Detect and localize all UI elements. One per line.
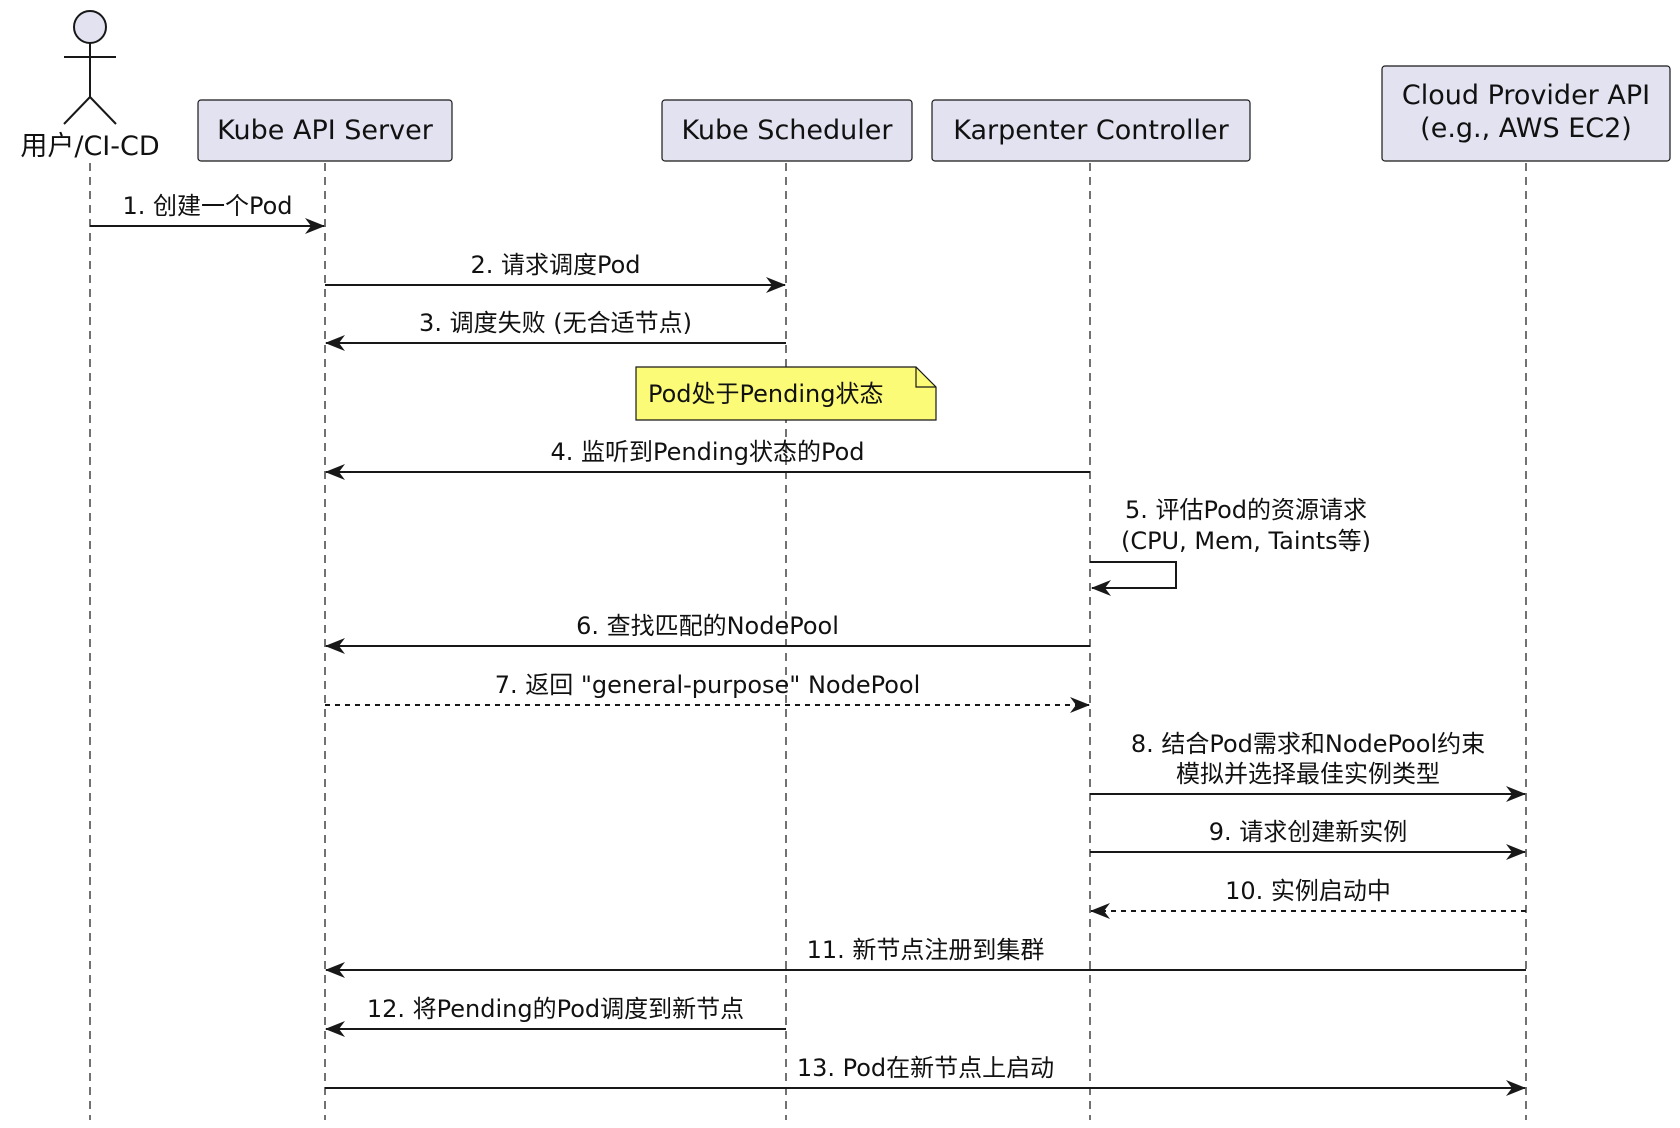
participant-box-karp: [931, 99, 1251, 162]
message-label: 13. Pod在新节点上启动: [797, 1054, 1054, 1082]
note-text: Pod处于Pending状态: [648, 380, 883, 408]
message-2: 2. 请求调度Pod: [325, 251, 786, 293]
message-1: 1. 创建一个Pod: [90, 192, 325, 234]
pending-note: Pod处于Pending状态: [635, 366, 937, 421]
message-label: 5. 评估Pod的资源请求: [1125, 496, 1367, 524]
message-4: 4. 监听到Pending状态的Pod: [325, 438, 1090, 480]
message-13: 13. Pod在新节点上启动: [325, 1054, 1526, 1096]
message-9: 9. 请求创建新实例: [1090, 818, 1526, 860]
participant-box-cloud: [1381, 65, 1671, 162]
message-3: 3. 调度失败 (无合适节点): [325, 309, 786, 351]
participant-label: Kube API Server: [217, 115, 434, 146]
message-11: 11. 新节点注册到集群: [325, 936, 1526, 978]
message-label: 2. 请求调度Pod: [470, 251, 640, 279]
message-label: 6. 查找匹配的NodePool: [576, 612, 839, 640]
message-10: 10. 实例启动中: [1090, 877, 1526, 919]
message-label: 4. 监听到Pending状态的Pod: [550, 438, 864, 466]
participant-label: Cloud Provider API: [1402, 80, 1650, 111]
message-arrow: [1090, 561, 1177, 596]
message-label: 7. 返回 "general-purpose" NodePool: [495, 671, 921, 699]
message-5: 5. 评估Pod的资源请求 (CPU, Mem, Taints等): [1090, 496, 1371, 596]
participant-label: 用户/CI-CD: [20, 131, 159, 162]
message-label: 9. 请求创建新实例: [1209, 818, 1408, 846]
participant-label: Kube Scheduler: [682, 115, 894, 146]
message-6: 6. 查找匹配的NodePool: [325, 612, 1090, 654]
message-label: 12. 将Pending的Pod调度到新节点: [367, 995, 744, 1023]
message-label: 11. 新节点注册到集群: [807, 936, 1045, 964]
message-label: 10. 实例启动中: [1225, 877, 1391, 905]
message-label: 1. 创建一个Pod: [122, 192, 292, 220]
message-label: (CPU, Mem, Taints等): [1121, 527, 1371, 555]
message-label: 模拟并选择最佳实例类型: [1176, 760, 1440, 788]
participant-box-sched: [661, 99, 913, 162]
actor-figure-icon: [63, 10, 117, 125]
participant-label: Karpenter Controller: [953, 115, 1229, 146]
participant-box-api: [197, 99, 453, 162]
message-label: 8. 结合Pod需求和NodePool约束: [1131, 730, 1485, 758]
participant-label: (e.g., AWS EC2): [1420, 113, 1632, 144]
message-12: 12. 将Pending的Pod调度到新节点: [325, 995, 786, 1037]
message-label: 3. 调度失败 (无合适节点): [419, 309, 692, 337]
message-7: 7. 返回 "general-purpose" NodePool: [325, 671, 1090, 713]
